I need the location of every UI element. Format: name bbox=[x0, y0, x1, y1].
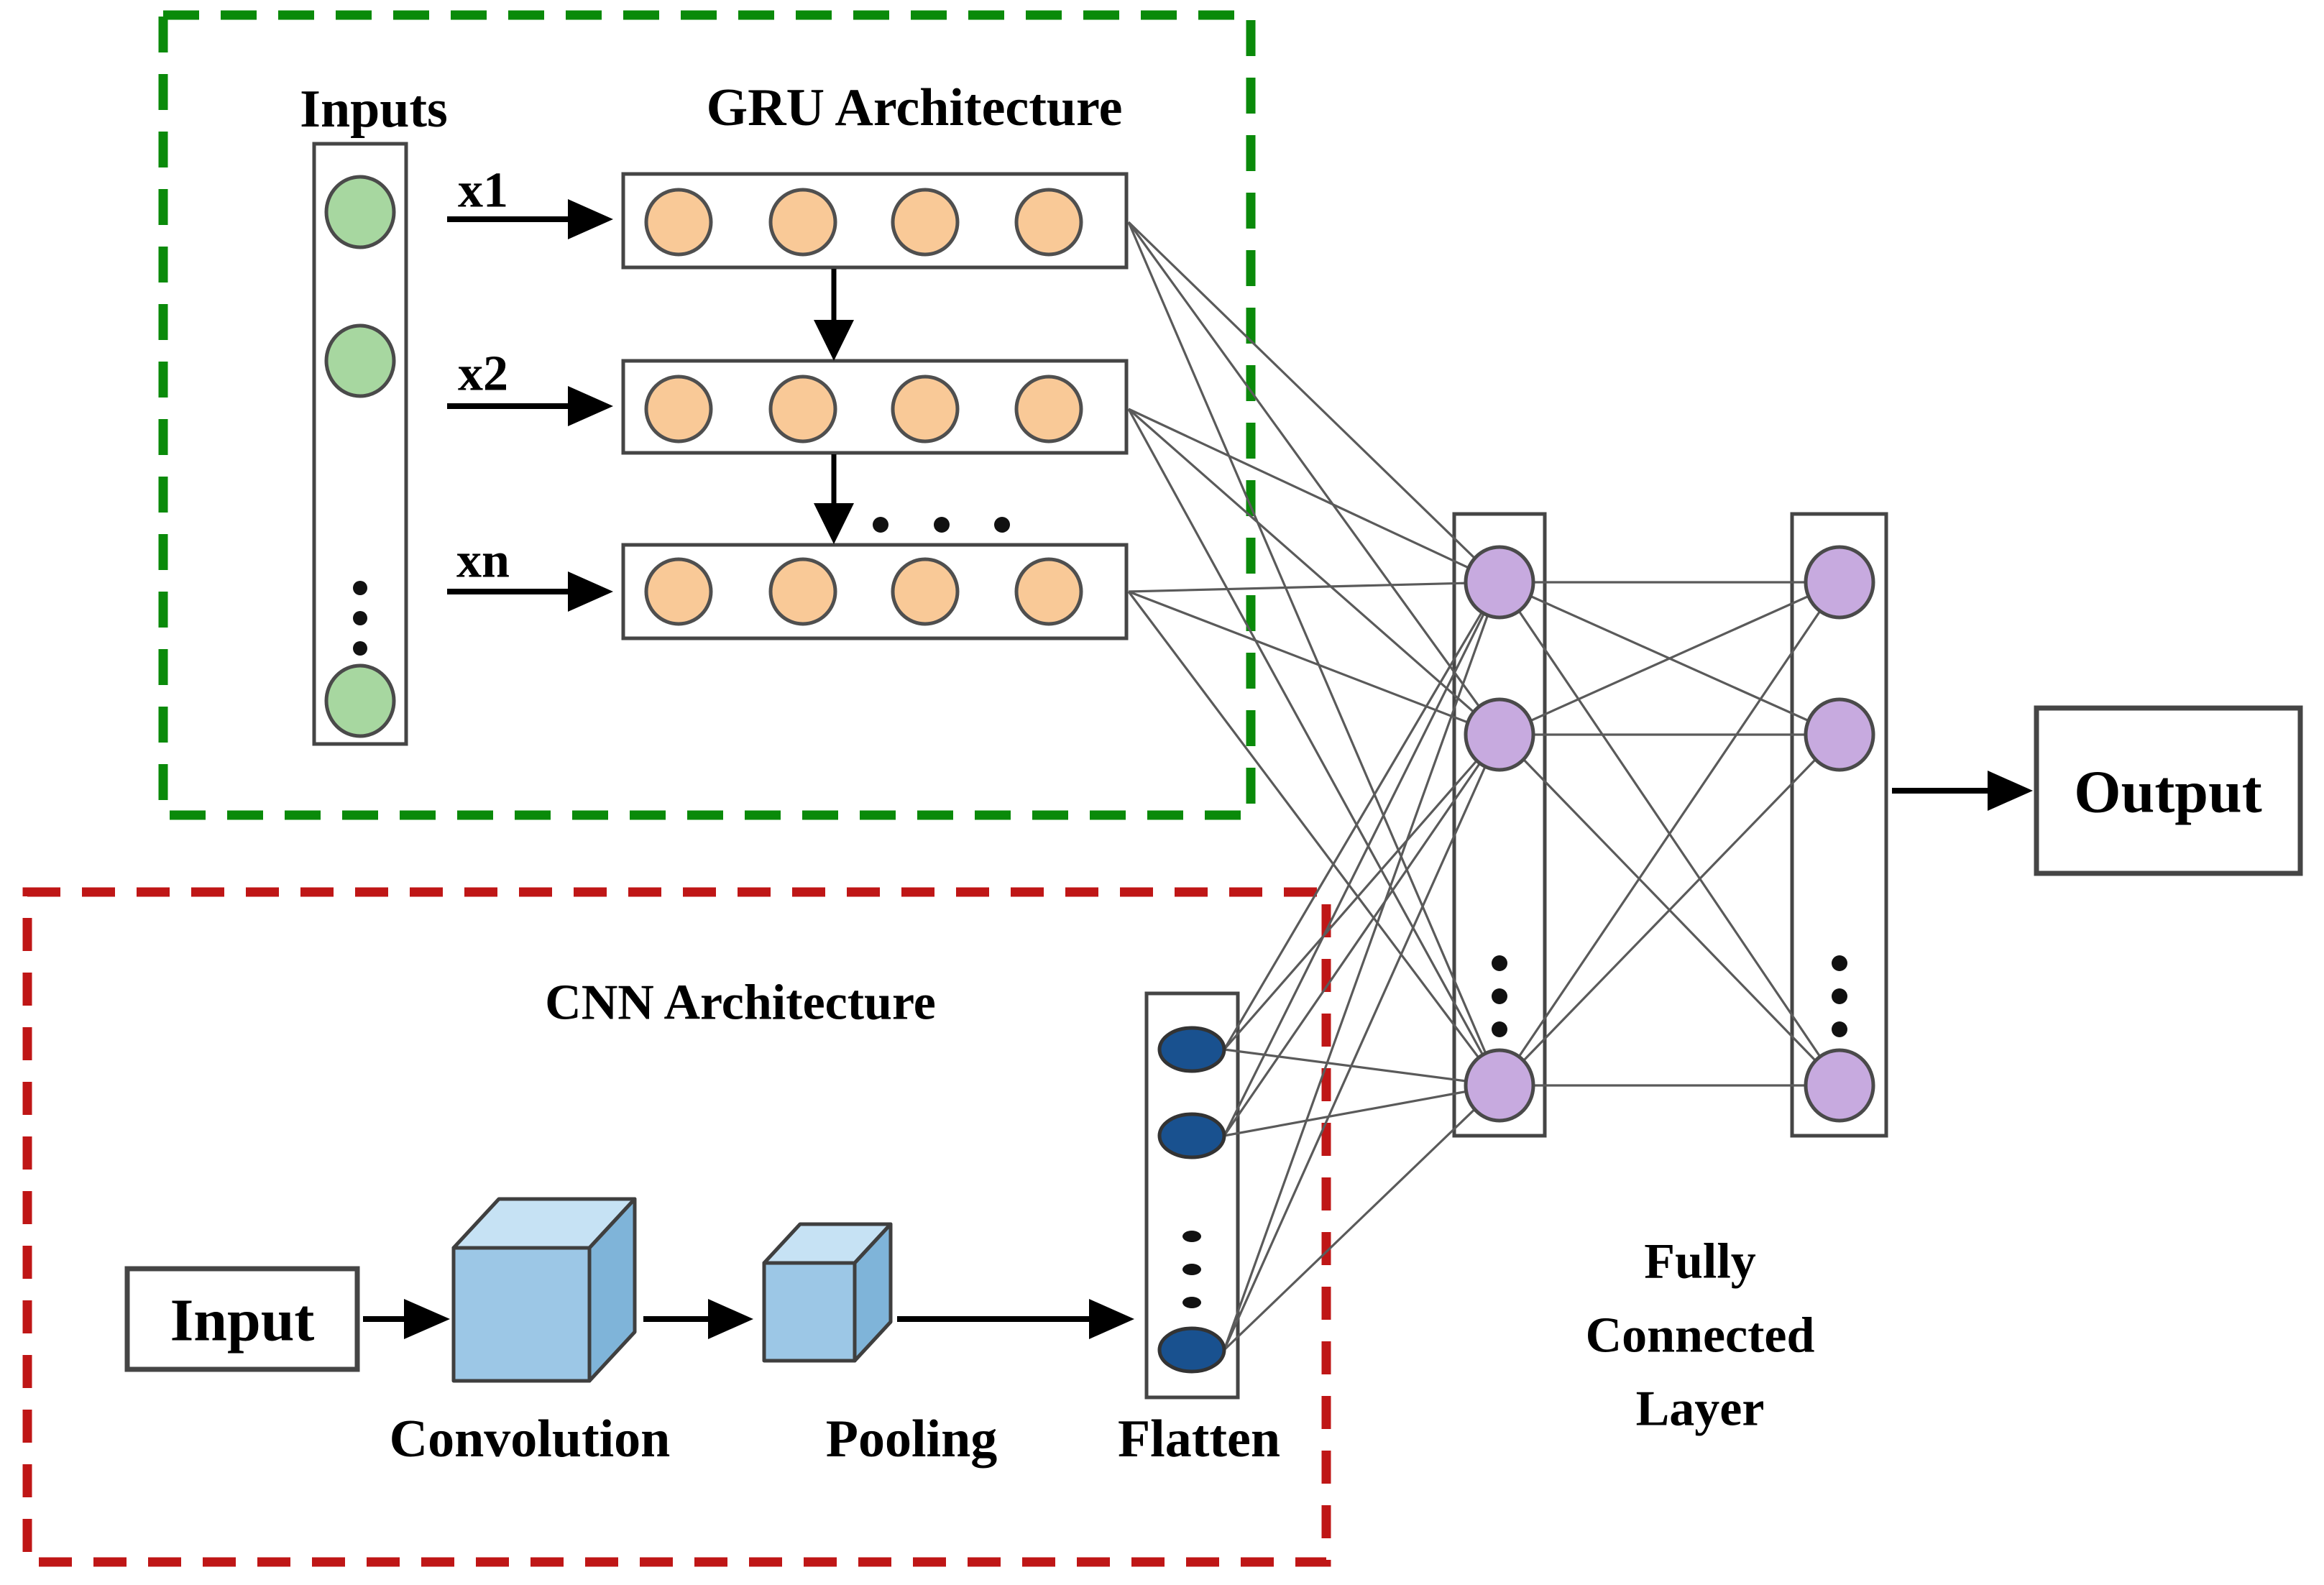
convolution-cube bbox=[451, 1197, 637, 1383]
fc-layer-caption: Fully Connected Layer bbox=[1586, 1234, 1815, 1437]
fc1-to-fc2-connections bbox=[1498, 581, 1841, 1087]
pooling-to-flatten-arrow bbox=[897, 1299, 1134, 1339]
cnn-input-box bbox=[124, 1266, 360, 1372]
x2-arrow bbox=[447, 386, 613, 426]
input-ellipsis-dots bbox=[353, 581, 367, 656]
fc-caption-line-2: Connected bbox=[1586, 1308, 1815, 1364]
x1-arrow bbox=[447, 199, 613, 239]
convolution-label: Convolution bbox=[390, 1410, 671, 1469]
flatten-label: Flatten bbox=[1118, 1410, 1280, 1469]
cnn-title: CNN Architecture bbox=[545, 975, 936, 1031]
flatten-ellipsis-dots bbox=[1182, 1231, 1201, 1308]
xn-arrow bbox=[447, 571, 613, 612]
inputs-title: Inputs bbox=[300, 80, 448, 139]
pooling-cube bbox=[762, 1222, 893, 1363]
fc-layer-1-ellipsis-dots bbox=[1492, 955, 1507, 1037]
fc-layer-2-ellipsis-dots bbox=[1832, 955, 1847, 1037]
gru-row1-to-row2-arrow bbox=[814, 269, 854, 361]
fc-layer-1-nodes bbox=[1464, 545, 1535, 1123]
input-to-convolution-arrow bbox=[363, 1299, 450, 1339]
gru-row-3-units bbox=[644, 557, 1083, 626]
fc-layer-2-nodes bbox=[1804, 545, 1875, 1123]
fc-caption-line-1: Fully bbox=[1644, 1234, 1756, 1290]
gru-row-1-units bbox=[644, 188, 1083, 257]
x2-label: x2 bbox=[458, 346, 508, 402]
gru-to-fc-connections bbox=[1127, 221, 1501, 1086]
gru-ellipsis-dots bbox=[873, 517, 1010, 533]
pooling-label: Pooling bbox=[826, 1410, 997, 1469]
fc-to-output-arrow bbox=[1892, 771, 2033, 811]
gru-title: GRU Architecture bbox=[707, 78, 1123, 137]
gru-row2-to-row3-arrow bbox=[814, 454, 854, 544]
output-label: Output bbox=[2074, 759, 2261, 826]
gru-section-border bbox=[158, 10, 1256, 820]
flatten-to-fc-connections bbox=[1223, 582, 1501, 1351]
cnn-input-label: Input bbox=[170, 1287, 315, 1354]
fc-caption-line-3: Layer bbox=[1636, 1382, 1765, 1437]
xn-label: xn bbox=[456, 533, 510, 589]
convolution-to-pooling-arrow bbox=[643, 1299, 753, 1339]
flatten-nodes bbox=[1157, 1026, 1226, 1374]
gru-row-2-units bbox=[644, 375, 1083, 444]
output-box bbox=[2034, 705, 2303, 876]
x1-label: x1 bbox=[458, 163, 508, 219]
input-neurons bbox=[324, 175, 396, 738]
